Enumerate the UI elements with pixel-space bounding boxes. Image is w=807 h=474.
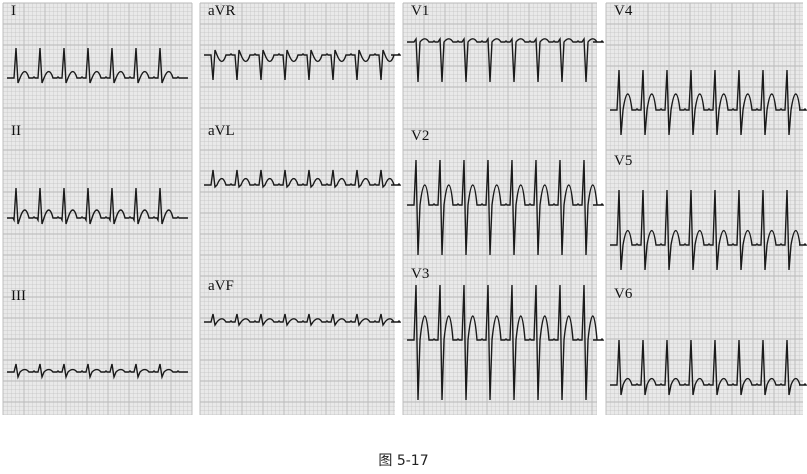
lead-label-v4: V4 <box>614 3 633 19</box>
lead-label-i: I <box>11 3 16 19</box>
trace-iii <box>7 363 188 380</box>
trace-v1 <box>407 36 605 83</box>
lead-label-ii: II <box>11 123 21 139</box>
figure-caption: 图 5-17 <box>378 453 429 469</box>
trace-i <box>7 47 188 84</box>
trace-v2 <box>407 159 605 256</box>
lead-label-v3: V3 <box>411 266 429 282</box>
lead-label-v2: V2 <box>411 128 429 144</box>
lead-label-v1: V1 <box>411 3 429 19</box>
trace-v4 <box>610 69 807 136</box>
lead-label-iii: III <box>11 288 26 304</box>
trace-avf <box>204 313 402 327</box>
lead-label-avr: aVR <box>208 3 236 19</box>
panel-2: aVR aVL aVF <box>199 2 402 415</box>
trace-v6 <box>610 339 807 396</box>
lead-label-v5: V5 <box>614 153 632 169</box>
lead-label-avl: aVL <box>208 123 235 139</box>
lead-label-v6: V6 <box>614 286 633 302</box>
trace-v5 <box>610 189 807 271</box>
lead-label-avf: aVF <box>208 278 234 294</box>
trace-avr <box>204 49 402 81</box>
trace-avl <box>204 169 402 189</box>
trace-v3 <box>407 284 605 401</box>
trace-ii <box>7 187 188 225</box>
